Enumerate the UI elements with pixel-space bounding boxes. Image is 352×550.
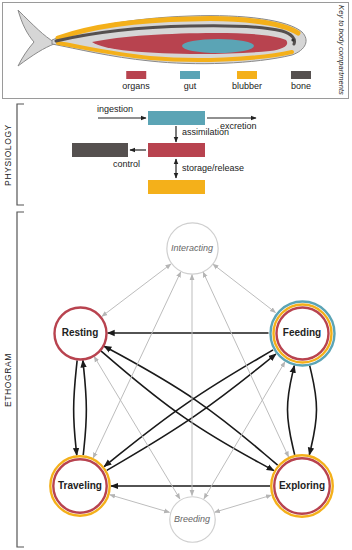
state-circle: Traveling (48, 454, 112, 518)
legend-item: gut (180, 71, 200, 92)
flow-arrow (207, 117, 256, 118)
transition-arrow (110, 495, 170, 513)
transition-arrow (203, 272, 288, 457)
transition-arrow (215, 495, 272, 512)
flow-arrow (175, 159, 176, 178)
legend-swatch (126, 71, 146, 79)
compartment-ring (274, 458, 330, 514)
flow-label: control (113, 159, 140, 170)
transition-arrow (104, 346, 278, 465)
state-name: Feeding (283, 327, 321, 339)
transition-arrow (83, 360, 86, 455)
legend-heading: Key to body compartments (336, 5, 345, 95)
compartment-ring (270, 301, 334, 365)
whale-eye (291, 38, 294, 41)
flow-label: storage/release (182, 163, 244, 174)
state-circle: Exploring (269, 453, 335, 519)
organs-box (148, 143, 205, 157)
transition-arrow (111, 485, 270, 487)
legend-label: blubber (232, 81, 262, 92)
legend-label: gut (184, 81, 197, 92)
state-circle: Interacting (165, 221, 220, 276)
bone-box (72, 143, 128, 157)
legend-item: organs (122, 71, 150, 92)
flow-label: assimilation (182, 127, 229, 138)
state-name: Exploring (279, 480, 325, 492)
transition-arrow (287, 366, 294, 455)
transition-arrow (108, 332, 269, 334)
section-bracket (17, 104, 24, 205)
legend-label: organs (122, 81, 150, 92)
state-name: Breeding (174, 514, 210, 524)
whale-fluke (18, 10, 54, 66)
whale-gut (182, 39, 254, 53)
section-label: PHYSIOLOGY (3, 124, 13, 186)
flow-arrow (175, 126, 176, 142)
whale-body (52, 16, 306, 64)
flow-arrow (130, 149, 146, 150)
state-name: Resting (62, 327, 99, 339)
transition-arrow (94, 357, 180, 499)
section-label: ETHOGRAM (3, 353, 13, 407)
compartment-ring (166, 222, 217, 273)
transition-arrow (102, 264, 171, 316)
compartment-ring (50, 456, 109, 515)
state-circle: Breeding (168, 495, 217, 544)
transition-arrow (107, 354, 276, 470)
compartment-ring (169, 496, 214, 541)
transition-arrow (213, 264, 276, 312)
whale-organs (92, 33, 287, 54)
legend-swatch (291, 71, 311, 79)
legend-swatch (237, 71, 257, 79)
compartment-ring (53, 459, 106, 512)
key-panel (3, 3, 349, 99)
transition-arrow (93, 272, 181, 458)
state-circle: Resting (52, 305, 109, 362)
compartment-ring (276, 307, 328, 359)
transition-arrow (192, 275, 193, 496)
gut-box (148, 111, 205, 125)
compartment-ring (273, 304, 331, 362)
flow-label: ingestion (97, 104, 133, 115)
flow-arrow (98, 117, 146, 118)
state-name: Traveling (58, 480, 102, 492)
legend-swatch (180, 71, 200, 79)
compartment-ring (271, 455, 333, 517)
transition-arrow (74, 360, 77, 455)
transition-arrow (104, 350, 273, 467)
transition-arrow (309, 366, 316, 455)
legend-item: blubber (232, 71, 262, 92)
legend-item: bone (291, 71, 311, 92)
compartment-ring (54, 307, 106, 359)
blubber-box (148, 180, 205, 194)
state-name: Interacting (171, 243, 213, 253)
state-circle: Feeding (268, 299, 337, 368)
legend-label: bone (291, 81, 311, 92)
section-bracket (17, 212, 24, 547)
